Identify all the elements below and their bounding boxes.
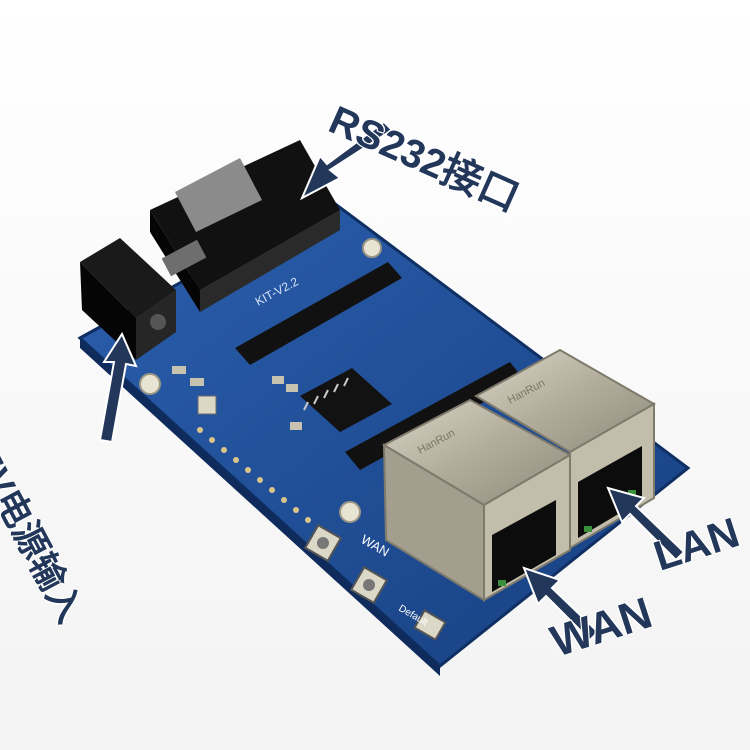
- arrows: [98, 120, 686, 642]
- wan-arrow: [522, 566, 600, 642]
- smd-components: [172, 366, 302, 430]
- chip: [300, 368, 392, 432]
- rs232-arrow: [299, 120, 394, 201]
- pcb-edge: [80, 338, 440, 676]
- mounting-holes: [139, 238, 382, 523]
- lan-arrow: [606, 486, 686, 562]
- rs232-connector: [150, 140, 340, 312]
- buttons: [303, 523, 447, 642]
- power-arrow: [98, 331, 138, 444]
- rj45-lan-jack: HanRun: [473, 348, 657, 550]
- pin-holes: [197, 427, 311, 523]
